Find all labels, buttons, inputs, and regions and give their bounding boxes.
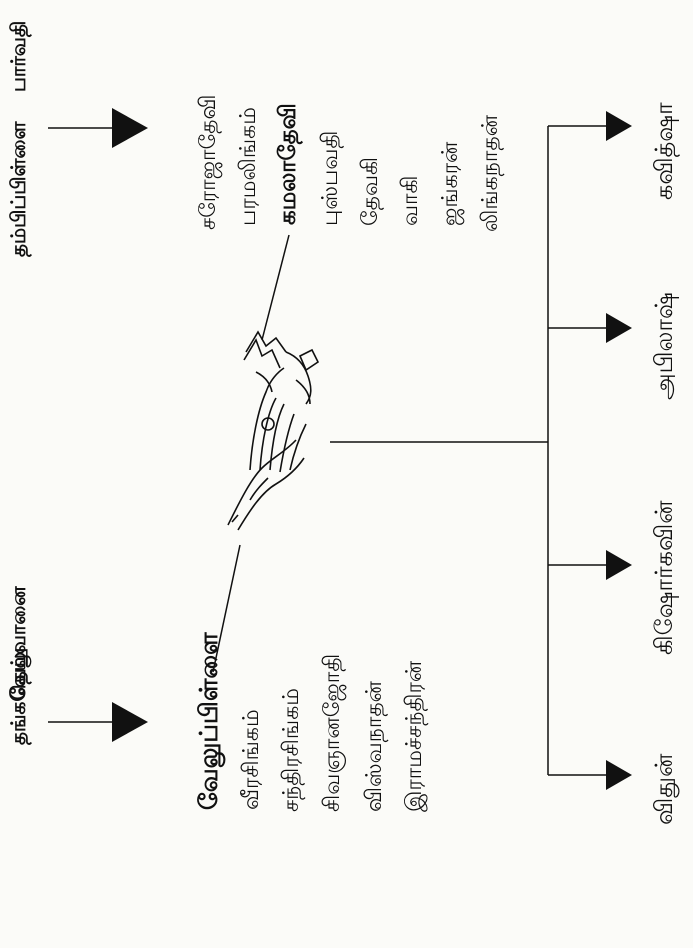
child-name: கவித்ஷா bbox=[650, 102, 678, 200]
child-arrowhead-3 bbox=[606, 313, 632, 343]
bride-sibling: பரமலிங்கம் bbox=[236, 107, 261, 226]
groom-sibling: சிவஞானஜோதி bbox=[320, 653, 345, 812]
child-name: கிஷோர்கவின் bbox=[650, 500, 678, 655]
child-arrowhead-2 bbox=[606, 550, 632, 580]
child-arrowhead-4 bbox=[606, 111, 632, 141]
right-parents-mother: பார்வதி bbox=[6, 20, 30, 92]
groom-sibling: வீரசிங்கம் bbox=[239, 709, 264, 810]
bride-sibling: சரோஜாதேவி bbox=[196, 94, 221, 230]
right-parents-father: தம்பிப்பிள்ளை bbox=[6, 121, 30, 257]
bride-name: கமலாதேவி bbox=[275, 103, 301, 225]
handshake-icon bbox=[227, 330, 320, 531]
groom-sibling: விஸ்வநாதன் bbox=[362, 681, 387, 812]
bride-sibling: லிங்கநாதன் bbox=[478, 114, 503, 232]
child-name: அபிலாஷ் bbox=[650, 292, 678, 400]
bride-sibling: ஜங்கரன் bbox=[438, 141, 463, 226]
groom-sibling: இராமச்சந்திரன் bbox=[402, 660, 427, 812]
child-arrowhead-1 bbox=[606, 760, 632, 790]
groom-marriage-line bbox=[212, 544, 241, 673]
bride-marriage-line bbox=[261, 234, 290, 341]
left-parents-mother: தெய்வானை bbox=[6, 586, 30, 700]
bride-sibling: வாகி bbox=[398, 175, 423, 226]
groom-name: வேலுப்பிள்ளை bbox=[194, 632, 223, 810]
bride-sibling: தேவகி bbox=[358, 156, 383, 226]
bride-sibling: புஸ்பவதி bbox=[318, 130, 343, 226]
child-name: விதுன் bbox=[650, 753, 678, 825]
groom-sibling: சந்திரசிங்கம் bbox=[279, 688, 304, 812]
right-parents-arrowhead bbox=[112, 108, 148, 148]
left-parents-arrowhead bbox=[112, 702, 148, 742]
